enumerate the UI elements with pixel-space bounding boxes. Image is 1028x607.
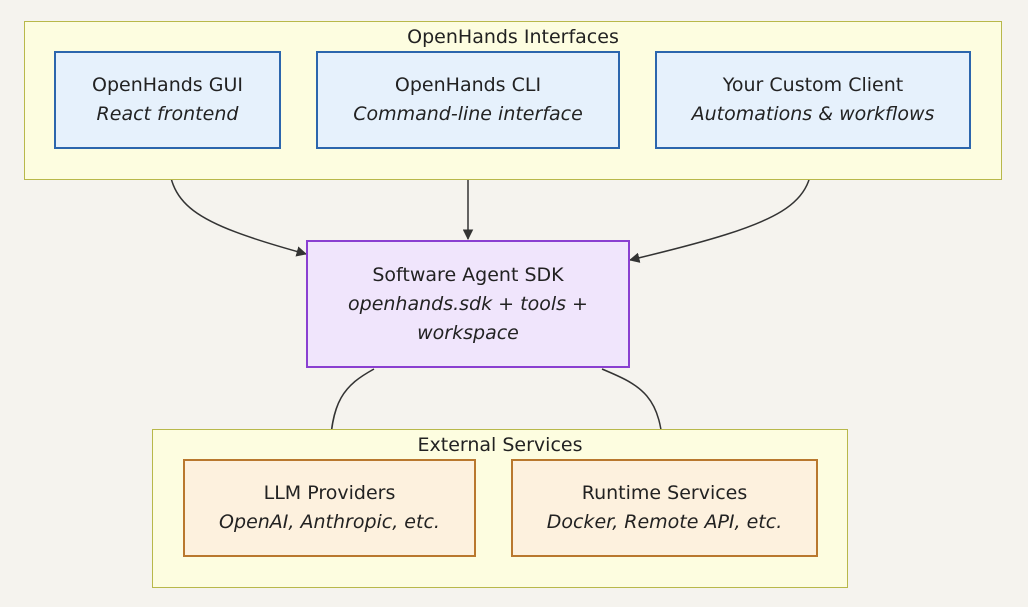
node-subtitle-line1: openhands.sdk + tools +: [348, 292, 588, 315]
node-openhands-cli[interactable]: OpenHands CLI Command-line interface: [316, 51, 620, 149]
node-llm-providers[interactable]: LLM Providers OpenAI, Anthropic, etc.: [183, 459, 476, 557]
node-subtitle-line2: workspace: [417, 321, 519, 344]
node-title: LLM Providers: [263, 482, 396, 504]
node-subtitle: Command-line interface: [353, 103, 583, 125]
node-title: OpenHands CLI: [394, 74, 542, 96]
node-title: OpenHands GUI: [92, 74, 243, 96]
node-title: Runtime Services: [581, 482, 748, 504]
node-runtime-services[interactable]: Runtime Services Docker, Remote API, etc…: [511, 459, 818, 557]
node-software-agent-sdk[interactable]: Software Agent SDK openhands.sdk + tools…: [306, 240, 630, 368]
group-title-external: External Services: [417, 434, 583, 456]
node-subtitle: Automations & workflows: [691, 103, 935, 125]
node-subtitle: Docker, Remote API, etc.: [546, 511, 783, 533]
node-subtitle: React frontend: [96, 103, 239, 125]
node-openhands-gui[interactable]: OpenHands GUI React frontend: [54, 51, 281, 149]
node-title: Your Custom Client: [722, 74, 904, 96]
node-custom-client[interactable]: Your Custom Client Automations & workflo…: [655, 51, 971, 149]
node-title: Software Agent SDK: [372, 263, 564, 286]
node-subtitle: OpenAI, Anthropic, etc.: [219, 511, 440, 533]
group-title-interfaces: OpenHands Interfaces: [407, 26, 619, 48]
